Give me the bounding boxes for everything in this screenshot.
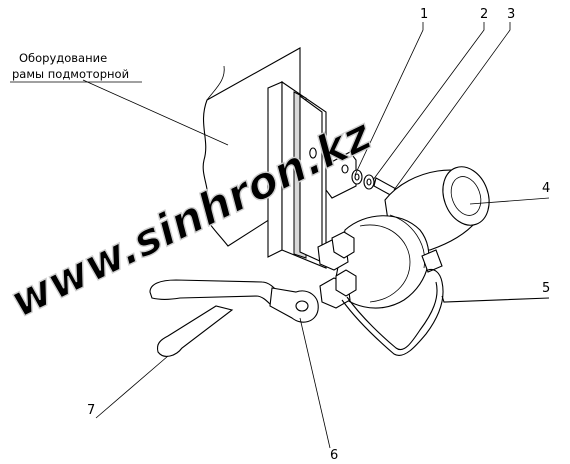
callout-7: 7 (87, 403, 95, 418)
callout-2: 2 (480, 7, 488, 22)
cable-7 (149, 279, 319, 357)
leader-4 (469, 197, 550, 205)
leader-1 (354, 22, 424, 176)
clamp-tab (421, 249, 443, 273)
leader-3 (393, 22, 511, 191)
callout-3: 3 (507, 7, 515, 22)
leader-7 (95, 355, 169, 419)
bracket-slot-hole (341, 164, 349, 174)
ring-terminal-6 (269, 287, 319, 323)
caption-line-2: рамы подмоторной (12, 67, 129, 81)
terminal-nuts (317, 231, 357, 309)
relay-body (333, 166, 490, 309)
leader-2 (372, 22, 485, 181)
ring-terminal-hole (295, 300, 309, 312)
leader-6 (299, 317, 331, 449)
callout-5: 5 (542, 281, 550, 296)
leader-lines (82, 22, 550, 449)
callout-6: 6 (330, 448, 338, 463)
bracket-hole (309, 147, 317, 159)
leader-caption (82, 79, 229, 146)
caption-line-1: Оборудование (19, 51, 107, 65)
callout-1: 1 (420, 7, 428, 22)
wire-5 (341, 268, 550, 356)
callout-4: 4 (542, 181, 550, 196)
